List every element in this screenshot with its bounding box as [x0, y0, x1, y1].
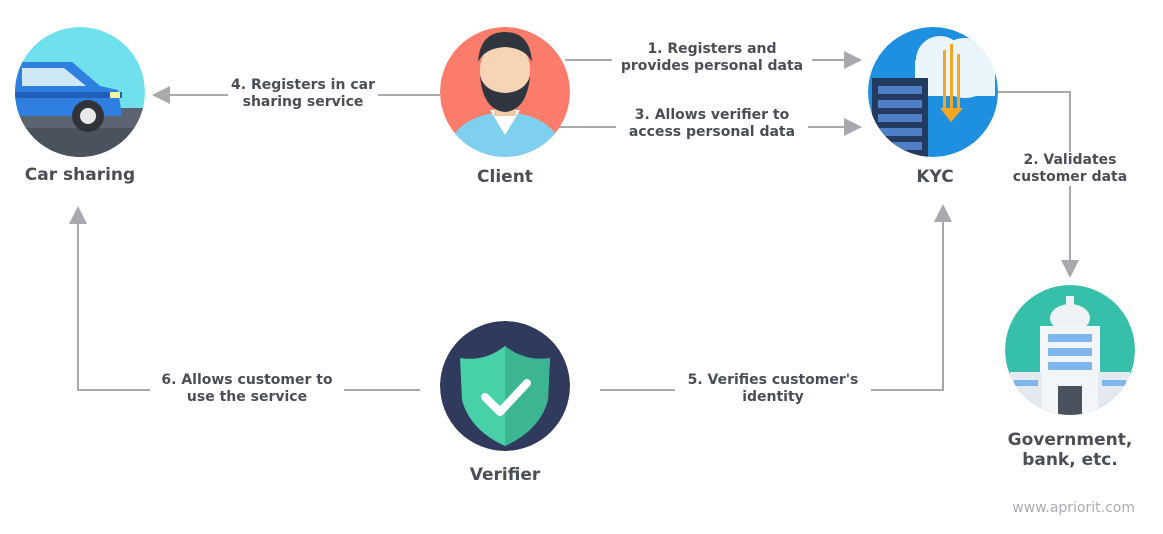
node-label-client: Client: [477, 167, 533, 187]
edge-label-6: 6. Allows customer to use the service: [150, 372, 344, 406]
client-avatar-icon: [440, 27, 570, 157]
government-building-icon: [1005, 285, 1135, 415]
kyc-server-icon: [868, 27, 998, 157]
edge-2-line: [998, 91, 1079, 278]
node-label-verifier: Verifier: [469, 465, 541, 485]
edge-label-2: 2. Validates customer data: [1005, 152, 1135, 186]
edge-5-line: [600, 204, 952, 391]
edge-label-5: 5. Verifies customer's identity: [675, 372, 871, 406]
edge-label-4: 4. Registers in car sharing service: [228, 77, 378, 111]
verifier-shield-icon: [440, 321, 570, 451]
node-label-government: Government, bank, etc.: [1007, 430, 1133, 470]
node-label-kyc: KYC: [916, 167, 954, 187]
car-icon: [15, 27, 145, 157]
edge-label-1: 1. Registers and provides personal data: [612, 41, 812, 75]
node-label-car-sharing: Car sharing: [24, 165, 136, 185]
edge-6-line: [69, 206, 420, 391]
watermark: www.apriorit.com: [1012, 500, 1135, 516]
edge-label-3: 3. Allows verifier to access personal da…: [616, 107, 808, 141]
